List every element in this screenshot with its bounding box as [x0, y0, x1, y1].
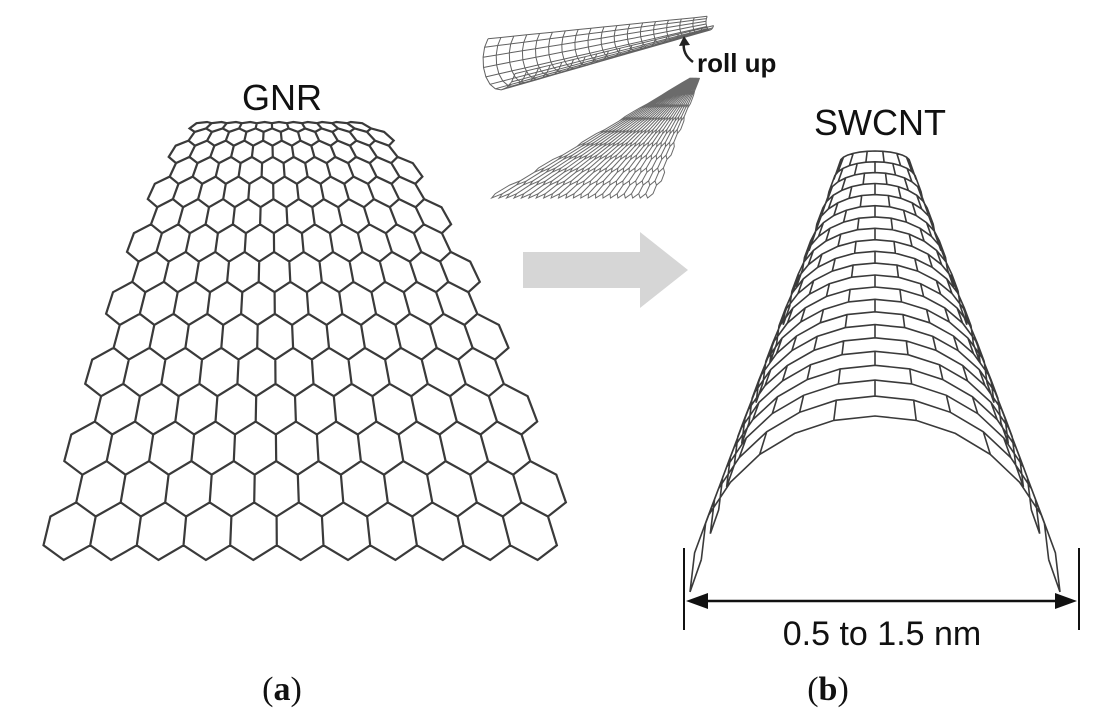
inset-rolled-tube — [482, 15, 715, 91]
inset-graphene-sheet — [490, 77, 701, 200]
inset-sheet-cells — [490, 77, 701, 200]
caption-a-letter: a — [274, 671, 291, 708]
caption-a-open: ( — [262, 671, 273, 708]
roll-up-arrowhead-icon — [679, 36, 690, 46]
caption-b-close: ) — [837, 671, 848, 708]
dimension-left-arrowhead-icon — [686, 593, 708, 609]
dimension-right-arrowhead-icon — [1055, 593, 1077, 609]
gnr-hexagon-lattice — [42, 120, 568, 562]
swcnt-label: SWCNT — [814, 102, 946, 143]
inset-tube-lines — [482, 15, 715, 91]
caption-a: (a) — [262, 671, 302, 708]
swcnt-tube-lattice — [689, 150, 1061, 593]
caption-b: (b) — [807, 671, 849, 708]
gnr-label: GNR — [242, 77, 322, 118]
swcnt-lattice-lines — [689, 150, 1061, 593]
caption-b-open: ( — [807, 671, 818, 708]
roll-up-annotation: roll up — [697, 48, 776, 78]
transition-arrow-icon — [523, 232, 688, 308]
dimension-label: 0.5 to 1.5 nm — [783, 615, 981, 653]
caption-b-letter: b — [819, 671, 838, 708]
gnr-hex-cells — [42, 120, 568, 562]
caption-a-close: ) — [291, 671, 302, 708]
